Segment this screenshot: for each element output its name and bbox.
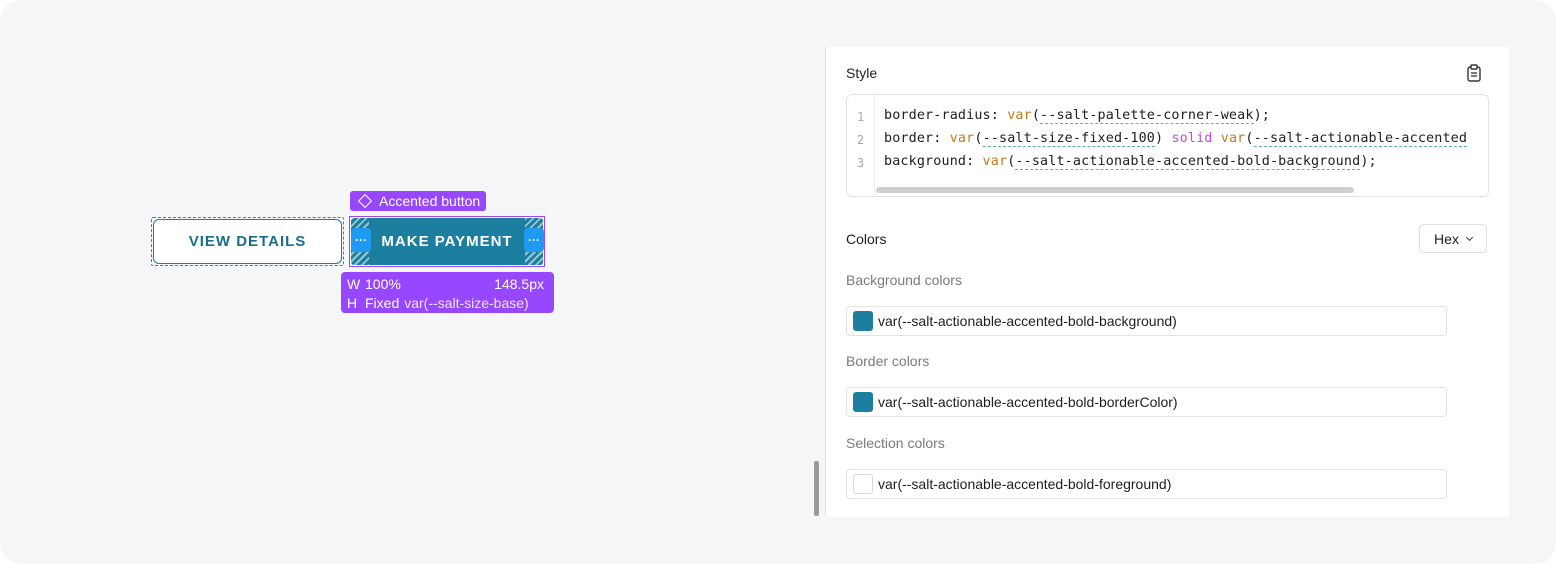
color-swatch: [853, 311, 873, 331]
color-format-value: Hex: [1434, 230, 1459, 247]
chevron-down-icon: [1465, 233, 1473, 241]
background-colors-title: Background colors: [846, 272, 962, 288]
canvas-scrollbar[interactable]: [814, 461, 819, 516]
width-value: 100%: [365, 275, 401, 292]
clipboard-icon[interactable]: [1466, 64, 1482, 82]
code-token: (: [1031, 108, 1041, 123]
view-details-hover-outline: [151, 217, 344, 266]
line-number: 1: [857, 110, 865, 124]
code-token: );: [1360, 154, 1377, 169]
background-color-token: var(--salt-actionable-accented-bold-back…: [878, 313, 1177, 329]
code-line-2: border: var(--salt-size-fixed-100) solid…: [884, 131, 1468, 147]
color-format-select[interactable]: Hex: [1419, 224, 1487, 253]
inspect-panel: Style 1 2 3 border-radius: var(--salt-pa…: [825, 47, 1509, 517]
border-colors-title: Border colors: [846, 353, 930, 369]
code-variable[interactable]: --salt-actionable-accented-bold-backgrou…: [1015, 154, 1361, 170]
style-section-title: Style: [846, 65, 878, 81]
view-details-button[interactable]: VIEW DETAILS: [153, 219, 342, 264]
code-gutter: [847, 95, 875, 196]
selection-colors-title: Selection colors: [846, 435, 945, 451]
line-number: 3: [857, 156, 865, 170]
code-token: border:: [884, 131, 950, 146]
code-token: solid: [1171, 131, 1213, 146]
code-line-1: border-radius: var(--salt-palette-corner…: [884, 108, 1270, 124]
width-key: W: [347, 275, 361, 292]
code-token: (: [1007, 154, 1016, 169]
code-token: );: [1253, 108, 1270, 123]
code-token: var: [982, 154, 1008, 169]
border-color-token: var(--salt-actionable-accented-bold-bord…: [878, 394, 1178, 410]
code-token: var: [949, 131, 975, 146]
resize-handle-right[interactable]: ···: [524, 228, 544, 252]
code-variable[interactable]: --salt-size-fixed-100: [982, 131, 1156, 147]
colors-section-title: Colors: [846, 231, 887, 247]
make-payment-button[interactable]: MAKE PAYMENT: [351, 218, 543, 265]
background-color-row[interactable]: var(--salt-actionable-accented-bold-back…: [846, 306, 1447, 336]
css-code-block[interactable]: 1 2 3 border-radius: var(--salt-palette-…: [846, 94, 1489, 197]
line-number: 2: [857, 133, 865, 147]
code-token: (: [974, 131, 983, 146]
color-swatch: [853, 474, 873, 494]
code-horizontal-scrollbar[interactable]: [876, 187, 1354, 193]
code-variable[interactable]: --salt-actionable-accented: [1253, 131, 1468, 147]
height-value: var(--salt-size-base): [404, 294, 529, 311]
border-color-row[interactable]: var(--salt-actionable-accented-bold-bord…: [846, 387, 1447, 417]
resize-handle-left[interactable]: ···: [351, 228, 371, 252]
code-token: var: [1007, 108, 1032, 123]
code-token: background:: [884, 154, 983, 169]
code-token: (: [1245, 131, 1254, 146]
component-name-tag: Accented button: [350, 191, 487, 211]
dimensions-badge: W 100% 148.5px H Fixed var(--salt-size-b…: [341, 272, 554, 313]
height-key: H: [347, 294, 358, 311]
code-line-3: background: var(--salt-actionable-accent…: [884, 154, 1377, 170]
component-name-label: Accented button: [379, 193, 481, 209]
code-variable[interactable]: --salt-palette-corner-weak: [1040, 108, 1254, 124]
code-token: border-radius:: [884, 108, 1008, 123]
code-token: ): [1155, 131, 1172, 146]
color-swatch: [853, 392, 873, 412]
height-mode: Fixed: [365, 294, 400, 311]
component-icon: [357, 193, 373, 209]
code-token: [1213, 131, 1221, 146]
width-px: 148.5px: [494, 275, 544, 292]
selection-outline: [349, 216, 545, 267]
selection-color-token: var(--salt-actionable-accented-bold-fore…: [878, 476, 1172, 492]
selection-color-row[interactable]: var(--salt-actionable-accented-bold-fore…: [846, 469, 1447, 499]
code-token: var: [1220, 131, 1246, 146]
